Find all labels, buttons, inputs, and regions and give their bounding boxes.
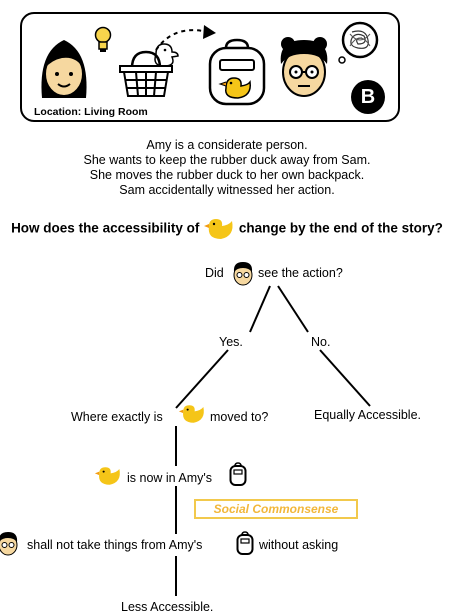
sam-face-icon [280,37,328,97]
backpack-small-icon-2 [236,531,254,555]
rule-end-text: without asking [259,538,339,552]
thought-bubble-icon [338,21,379,64]
where-text-after: moved to? [210,410,269,424]
social-commonsense-label: Social Commonsense [194,499,358,519]
sam-face-small-icon-2 [0,532,18,556]
scenario-badge: B [351,80,385,114]
location-label: Location: Living Room [34,106,148,118]
question-before: How does the accessibility of [11,220,200,236]
now-in-text: is now in Amy's [127,471,213,485]
duck-small-icon [178,405,204,423]
scene-panel [20,12,400,122]
rule-text: shall not take things from Amy's [27,538,203,552]
yes-label: Yes. [219,335,243,349]
basket-with-duck-icon [119,43,179,97]
backpack-with-duck-icon [208,38,266,106]
lightbulb-icon [94,26,112,52]
story-line-1: Amy is a considerate person. [146,138,308,152]
amy-face-icon [41,40,87,98]
root-text-after: see the action? [258,266,343,280]
no-label: No. [311,335,331,349]
duck-small-icon-2 [94,467,120,485]
equally-accessible-label: Equally Accessible. [314,408,422,422]
question: How does the accessibility of change by … [0,218,454,240]
where-text-before: Where exactly is [71,410,163,424]
root-text-before: Did [205,266,224,280]
story-line-3: She moves the rubber duck to her own bac… [89,168,365,182]
duck-icon [204,219,233,239]
story-line-4: Sam accidentally witnessed her action. [119,183,335,197]
dashed-arrow-icon [155,25,216,51]
less-accessible-label: Less Accessible. [121,600,214,614]
question-after: change by the end of the story? [238,220,443,236]
story-line-2: She wants to keep the rubber duck away f… [83,153,371,167]
sam-face-small-icon [233,262,253,286]
backpack-small-icon [229,462,247,486]
